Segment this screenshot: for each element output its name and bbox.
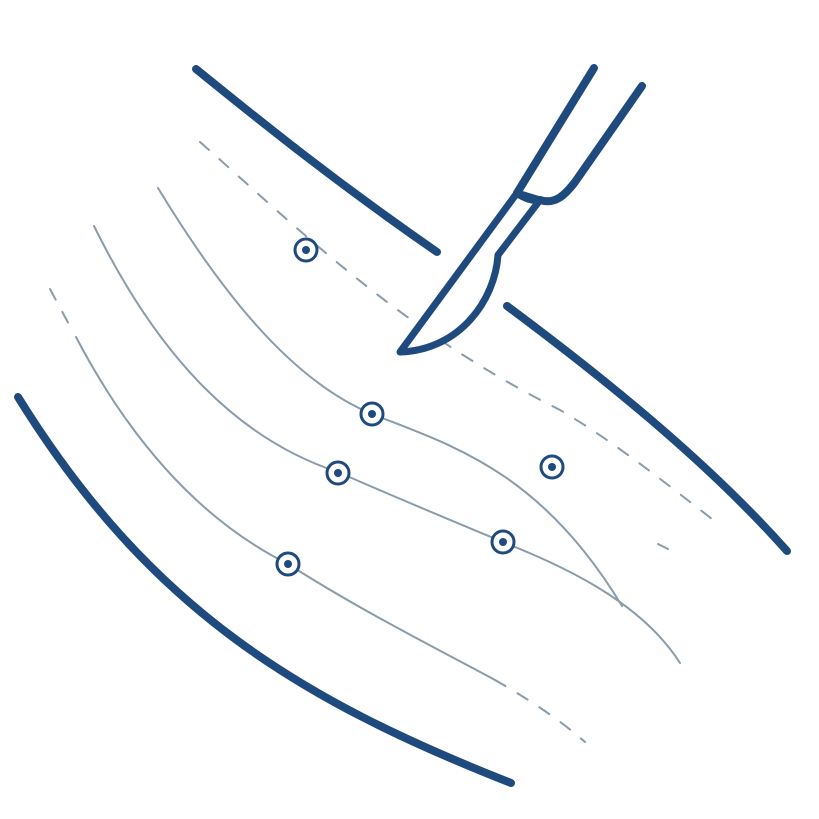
short-dashed-mark (657, 543, 669, 550)
circle-dot-icon (490, 529, 516, 555)
scalpel-bolster (513, 189, 544, 205)
scalpel-handle-left (513, 64, 598, 197)
circle-dot-icon (539, 454, 565, 480)
lower-dashed-guide (494, 679, 586, 743)
lower-skin-edge (14, 393, 515, 787)
circle-dot-icon (325, 460, 351, 486)
circle-dot-icon (359, 401, 385, 427)
tissue-line-1 (157, 187, 623, 607)
circle-dot-icon (293, 237, 319, 263)
scalpel-incision-icon (396, 64, 646, 356)
upper-dashed-guide (199, 141, 721, 526)
tissue-line-3 (75, 336, 496, 681)
scalpel-handle-right (536, 82, 646, 206)
tissue-line-2 (93, 225, 681, 664)
scalpel-blade (396, 189, 544, 356)
left-dashed-guide (49, 288, 73, 331)
upper-right-skin-edge (503, 302, 791, 555)
upper-left-skin-edge (192, 65, 441, 256)
circle-dot-icon (275, 551, 301, 577)
